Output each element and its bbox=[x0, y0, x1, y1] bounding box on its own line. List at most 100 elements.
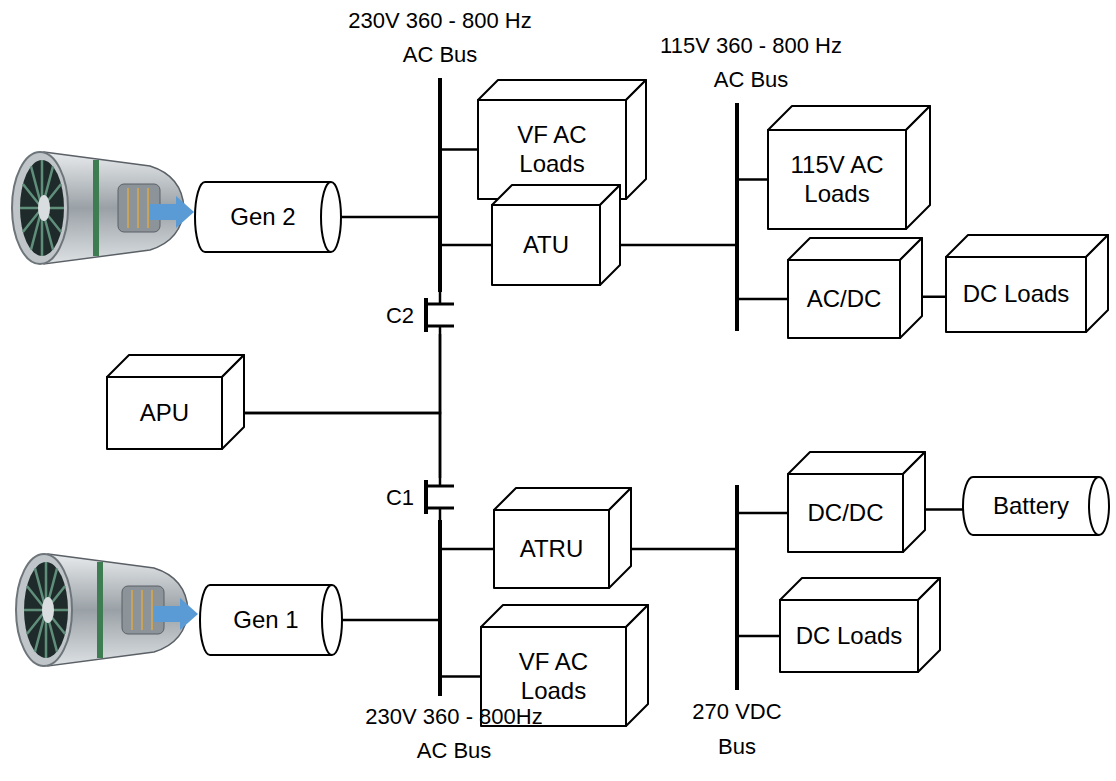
bus-label: 270 VDC Bus bbox=[687, 694, 787, 764]
unit-box: 115V AC Loads bbox=[768, 106, 930, 229]
bus-label-block: 115V 360 - 800 Hz AC Bus bbox=[651, 29, 851, 97]
drive-arrow bbox=[150, 196, 194, 228]
unit-box: DC Loads bbox=[780, 578, 940, 672]
cube-face bbox=[780, 578, 940, 600]
contactor-stroke bbox=[424, 480, 428, 514]
contactor-label: C2 bbox=[386, 303, 414, 329]
cube-face bbox=[768, 130, 906, 229]
cube-face bbox=[788, 474, 903, 552]
cube-face bbox=[626, 605, 648, 726]
box-face: Gen 2 bbox=[195, 182, 331, 252]
label-block: AC/DC bbox=[807, 285, 882, 314]
power-wire bbox=[439, 334, 442, 478]
bus-bar: 230V 360 - 800 Hz AC Bus bbox=[438, 78, 442, 292]
power-wire bbox=[739, 178, 768, 181]
power-wire bbox=[439, 292, 442, 296]
box-face: Battery bbox=[963, 477, 1099, 535]
unit-box: APU bbox=[107, 355, 244, 449]
power-wire bbox=[739, 512, 788, 515]
bus-bar: 230V 360 - 800Hz AC Bus bbox=[438, 520, 442, 696]
bus-label-block: 230V 360 - 800 Hz AC Bus bbox=[340, 4, 540, 72]
cylinder-body bbox=[963, 477, 1109, 535]
bus-label: 230V 360 - 800 Hz AC Bus bbox=[340, 4, 540, 72]
cube-face bbox=[609, 488, 631, 588]
label-block: Battery bbox=[993, 492, 1069, 521]
contactor-stroke bbox=[439, 326, 442, 334]
cube-face bbox=[600, 185, 620, 285]
contactor-stroke bbox=[426, 485, 454, 488]
contactor-outline bbox=[420, 478, 460, 516]
power-wire bbox=[620, 244, 735, 247]
contactor-label: C1 bbox=[386, 485, 414, 511]
cube-face bbox=[492, 205, 600, 285]
label-block: DC Loads bbox=[963, 280, 1070, 309]
box-face: DC/DC bbox=[788, 474, 903, 552]
cube-face bbox=[788, 260, 900, 338]
cylinder-end bbox=[321, 182, 331, 252]
power-wire bbox=[341, 216, 438, 219]
box-label: 115V AC Loads bbox=[776, 151, 898, 209]
contactor-symbol: C2 bbox=[420, 296, 460, 334]
power-wire bbox=[442, 548, 494, 551]
box-label: Gen 2 bbox=[230, 203, 295, 232]
bus-bar: 270 VDC Bus bbox=[735, 485, 739, 690]
power-wire bbox=[922, 296, 946, 299]
box-face: APU bbox=[107, 377, 222, 449]
cube-face bbox=[788, 452, 925, 474]
cylinder-end bbox=[322, 585, 332, 655]
box-label: ATRU bbox=[520, 535, 584, 564]
cube-face bbox=[626, 80, 646, 199]
cube-face bbox=[492, 185, 620, 205]
generator-cylinder: Gen 1 bbox=[200, 585, 342, 655]
cube-face bbox=[946, 257, 1086, 332]
cube-face bbox=[900, 238, 922, 338]
label-block: ATU bbox=[523, 231, 569, 260]
label-block: VF AC Loads bbox=[486, 121, 618, 179]
box-face: Gen 1 bbox=[200, 585, 332, 655]
box-face: AC/DC bbox=[788, 260, 900, 338]
box-label: ATU bbox=[523, 231, 569, 260]
box-face: DC Loads bbox=[946, 257, 1086, 332]
unit-box: AC/DC bbox=[788, 238, 922, 338]
label-block: ATRU bbox=[520, 535, 584, 564]
box-label: Gen 1 bbox=[233, 606, 298, 635]
box-label: DC Loads bbox=[796, 622, 903, 651]
cube-face bbox=[222, 355, 244, 449]
contactor-label-block: C1 bbox=[386, 485, 414, 511]
box-label: VF AC Loads bbox=[486, 121, 618, 179]
box-face: ATU bbox=[492, 205, 600, 285]
label-block: Gen 1 bbox=[233, 606, 298, 635]
unit-box: DC/DC bbox=[788, 452, 925, 552]
box-face: DC Loads bbox=[780, 600, 918, 672]
cube-face bbox=[768, 106, 930, 130]
jet-engine bbox=[16, 554, 198, 666]
box-face: ATRU bbox=[494, 510, 609, 588]
cube-face bbox=[107, 355, 244, 377]
box-face: VF AC Loads bbox=[478, 100, 626, 199]
unit-box: ATRU bbox=[494, 488, 631, 588]
cylinder-end bbox=[1089, 477, 1099, 535]
box-label: APU bbox=[140, 399, 189, 428]
power-wire bbox=[631, 548, 735, 551]
box-label: Battery bbox=[993, 492, 1069, 521]
power-wire bbox=[244, 334, 440, 413]
unit-box: DC Loads bbox=[946, 235, 1108, 332]
power-wire bbox=[739, 635, 780, 638]
contactor-stroke bbox=[426, 303, 454, 306]
box-label: DC/DC bbox=[808, 499, 884, 528]
cube-face bbox=[494, 510, 609, 588]
box-face: 115V AC Loads bbox=[768, 130, 906, 229]
cube-face bbox=[478, 80, 646, 100]
cube-face bbox=[903, 452, 925, 552]
power-wire bbox=[442, 244, 492, 247]
power-wire bbox=[442, 148, 478, 151]
box-label: VF AC Loads bbox=[489, 648, 618, 706]
bus-label: 115V 360 - 800 Hz AC Bus bbox=[651, 29, 851, 97]
jet-engine bbox=[12, 152, 194, 264]
contactor-stroke bbox=[424, 298, 428, 332]
cube-face bbox=[918, 578, 940, 672]
power-wire bbox=[342, 619, 438, 622]
label-block: VF AC Loads bbox=[489, 648, 618, 706]
